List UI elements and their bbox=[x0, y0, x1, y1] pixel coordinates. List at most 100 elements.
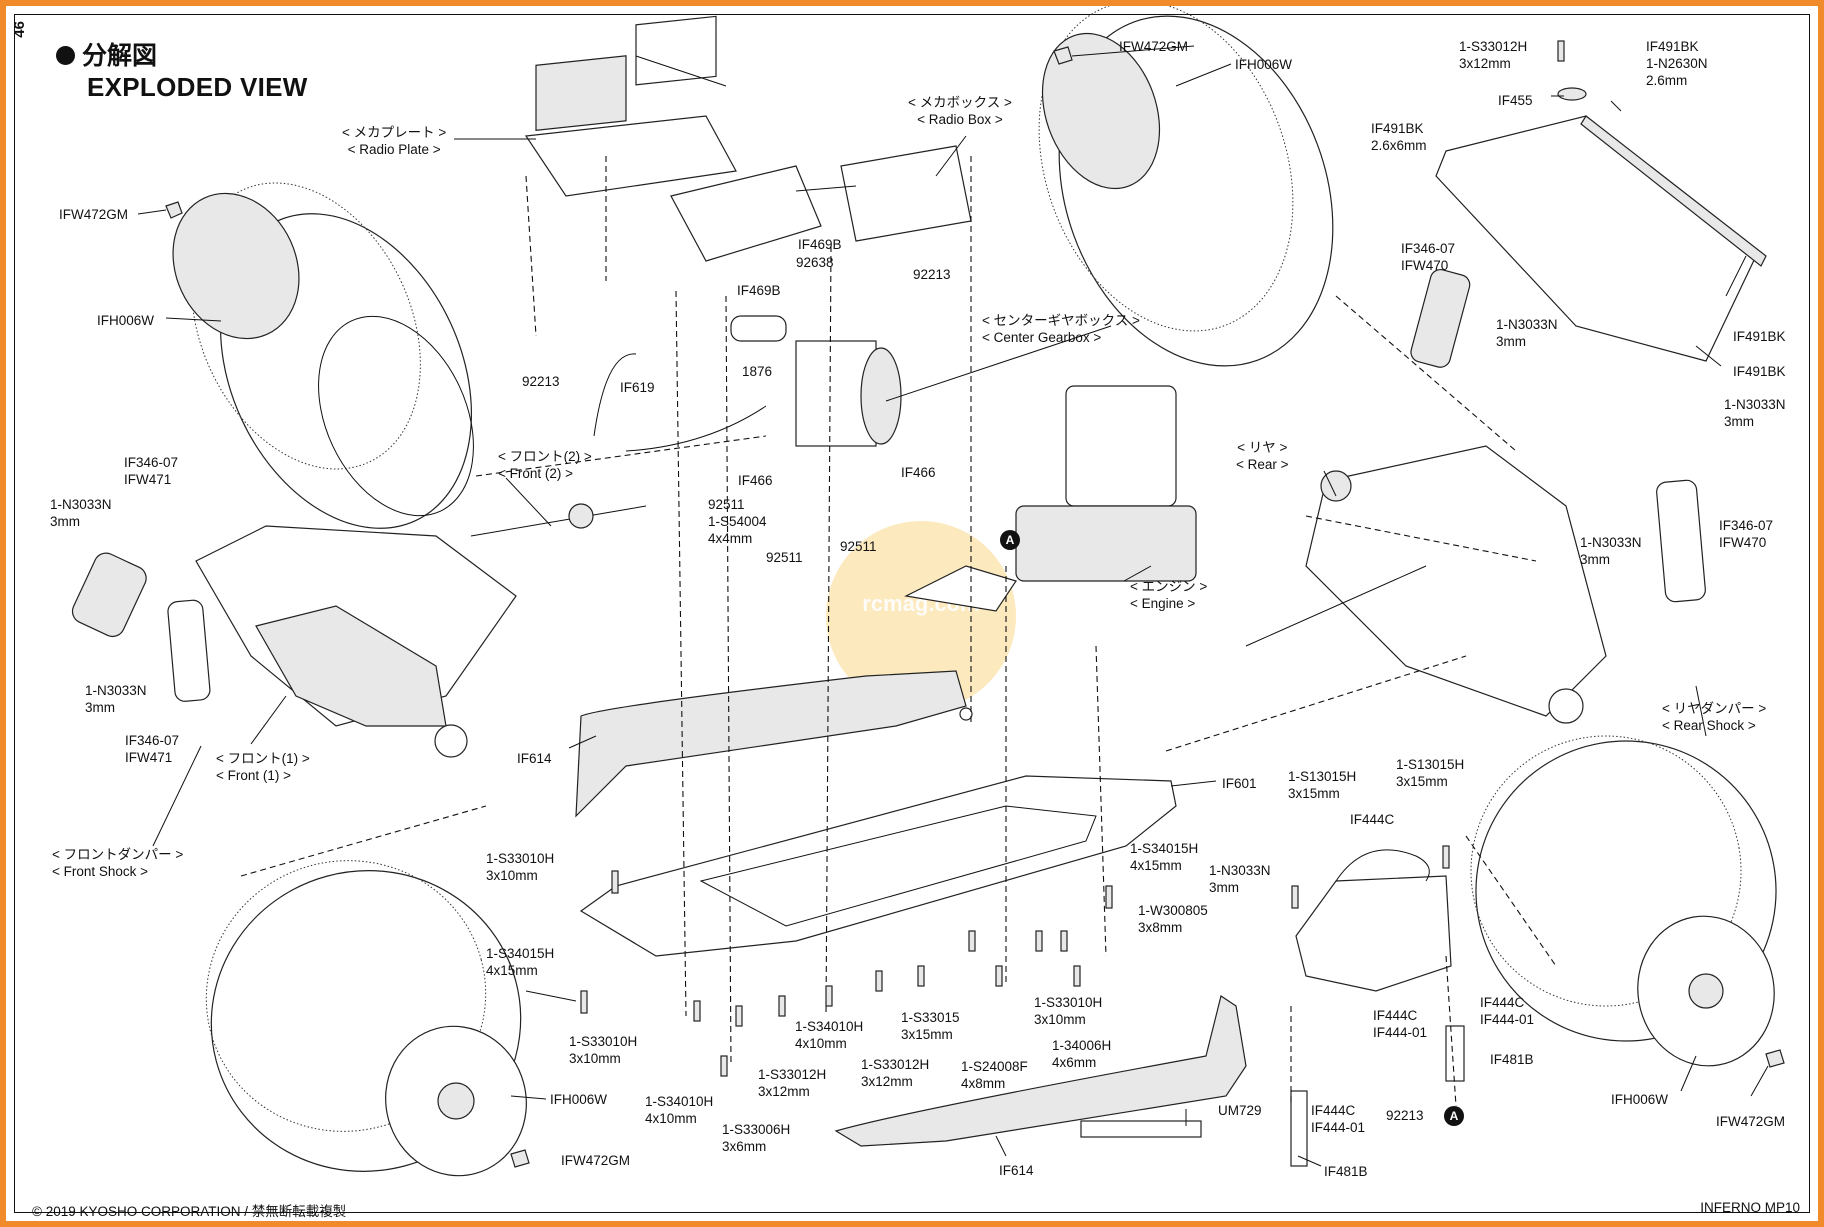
label-line: 1-N3033N bbox=[50, 497, 112, 512]
label-line: 1-S33012H bbox=[861, 1057, 930, 1072]
label-line: 3x15mm bbox=[901, 1027, 953, 1042]
label-line: 1-S34015H bbox=[486, 946, 555, 961]
label-um729: UM729 bbox=[1218, 1102, 1262, 1119]
label-line: 4x10mm bbox=[645, 1111, 697, 1126]
label-line: < Rear Shock > bbox=[1662, 718, 1756, 733]
leader-lines bbox=[137, 45, 1769, 1167]
label-if491bk-c: IF491BK bbox=[1733, 328, 1786, 345]
label-line: 1-S34010H bbox=[795, 1019, 864, 1034]
main-chassis-plate bbox=[579, 775, 1177, 957]
label-if491bk-d: IF491BK bbox=[1733, 363, 1786, 380]
label-line: 4x15mm bbox=[486, 963, 538, 978]
label-if619: IF619 bbox=[620, 379, 655, 396]
label-line: 3mm bbox=[1580, 552, 1610, 567]
label-line: < Front Shock > bbox=[52, 864, 149, 879]
rear-shocks bbox=[1410, 269, 1706, 603]
label-if466-a: IF466 bbox=[738, 472, 773, 489]
label-92213-c: 92213 bbox=[1386, 1107, 1424, 1124]
bullet-icon bbox=[56, 46, 75, 65]
label-ifh006w-tc: IFH006W bbox=[1235, 56, 1292, 73]
label-line: < フロント(1) > bbox=[216, 751, 310, 766]
label-ifw472gm-bl: IFW472GM bbox=[561, 1152, 630, 1169]
hex-nut-bl bbox=[510, 1149, 530, 1168]
label-line: IF444C bbox=[1311, 1103, 1356, 1118]
label-line: 3mm bbox=[1724, 414, 1754, 429]
label-line: IF346-07 bbox=[125, 733, 180, 748]
title-japanese: 分解図 bbox=[56, 36, 157, 72]
label-line: 3mm bbox=[85, 700, 115, 715]
label-line: < Rear > bbox=[1236, 457, 1289, 472]
label-line: < Radio Plate > bbox=[347, 142, 441, 157]
label-line: 4x4mm bbox=[708, 531, 753, 546]
label-center-gearbox: < センターギヤボックス >< Center Gearbox > bbox=[982, 312, 1140, 346]
hex-nut-br bbox=[1765, 1049, 1785, 1068]
label-line: 3x15mm bbox=[1288, 786, 1340, 801]
label-line: IF481B bbox=[1324, 1164, 1368, 1179]
label-line: IF466 bbox=[901, 465, 936, 480]
front-bumper-if614 bbox=[575, 670, 973, 818]
rear-wing bbox=[1435, 115, 1767, 362]
label-line: < Front (1) > bbox=[216, 768, 292, 783]
label-line: IF444C bbox=[1480, 995, 1525, 1010]
label-line: IF491BK bbox=[1733, 364, 1786, 379]
label-line: 2.6x6mm bbox=[1371, 138, 1427, 153]
connection-badge-a-tank: A bbox=[1444, 1106, 1464, 1126]
label-if614-rear: IF614 bbox=[999, 1162, 1034, 1179]
label-line: < フロント(2) > bbox=[498, 449, 592, 464]
label-line: 3mm bbox=[50, 514, 80, 529]
fuel-filter bbox=[730, 315, 787, 342]
front-shocks bbox=[71, 552, 211, 702]
label-line: 3mm bbox=[1209, 880, 1239, 895]
label-line: IF491BK bbox=[1733, 329, 1786, 344]
label-92511-c: 92511 bbox=[840, 538, 877, 555]
label-line: 1-S34015H bbox=[1130, 841, 1199, 856]
label-line: IF491BK bbox=[1371, 121, 1424, 136]
label-engine: < エンジン >< Engine > bbox=[1130, 578, 1207, 612]
label-if481b-b: IF481B bbox=[1324, 1163, 1368, 1180]
label-line: 3x12mm bbox=[861, 1074, 913, 1089]
label-line: 4x8mm bbox=[961, 1076, 1006, 1091]
label-line: 3x6mm bbox=[722, 1139, 767, 1154]
label-if469b-2: IF469B bbox=[737, 282, 781, 299]
label-line: IF346-07 bbox=[1719, 518, 1774, 533]
label-line: 4x10mm bbox=[795, 1036, 847, 1051]
post-if481b-2 bbox=[1290, 1090, 1308, 1167]
label-ifh006w-br: IFH006W bbox=[1611, 1091, 1668, 1108]
label-line: IFH006W bbox=[1611, 1092, 1669, 1107]
label-rear-shock: < リヤダンパー >< Rear Shock > bbox=[1662, 700, 1766, 734]
label-92638: 92638 bbox=[796, 254, 834, 271]
label-line: 1-S24008F bbox=[961, 1059, 1028, 1074]
label-ifh006w-bl: IFH006W bbox=[550, 1091, 607, 1108]
label-line: 1-S33015 bbox=[901, 1010, 960, 1025]
label-line: 1-S54004 bbox=[708, 514, 767, 529]
label-s24008f: 1-S24008F 4x8mm bbox=[961, 1058, 1028, 1092]
label-line: IF601 bbox=[1222, 776, 1257, 791]
page-frame bbox=[14, 14, 1810, 1213]
label-line: UM729 bbox=[1218, 1103, 1262, 1118]
label-radio-plate: < メカプレート >< Radio Plate > bbox=[342, 124, 446, 158]
label-line: 92511 bbox=[766, 550, 803, 565]
label-line: 92213 bbox=[913, 267, 951, 282]
label-line: IF614 bbox=[517, 751, 552, 766]
label-n3033n-fl: 1-N3033N 3mm bbox=[50, 496, 112, 530]
label-line: 92213 bbox=[1386, 1108, 1424, 1123]
label-line: 3x10mm bbox=[569, 1051, 621, 1066]
wheel-top-center bbox=[1038, 6, 1334, 367]
hex-nut-tl bbox=[165, 201, 183, 219]
center-gearbox bbox=[593, 315, 902, 452]
model-name: INFERNO MP10 bbox=[1700, 1200, 1800, 1215]
label-line: IFW470 bbox=[1719, 535, 1767, 550]
label-line: 1-S33012H bbox=[1459, 39, 1528, 54]
radio-plate bbox=[524, 15, 737, 197]
label-if491bk-2-6x6: IF491BK 2.6x6mm bbox=[1371, 120, 1427, 154]
label-92213-a: 92213 bbox=[522, 373, 560, 390]
